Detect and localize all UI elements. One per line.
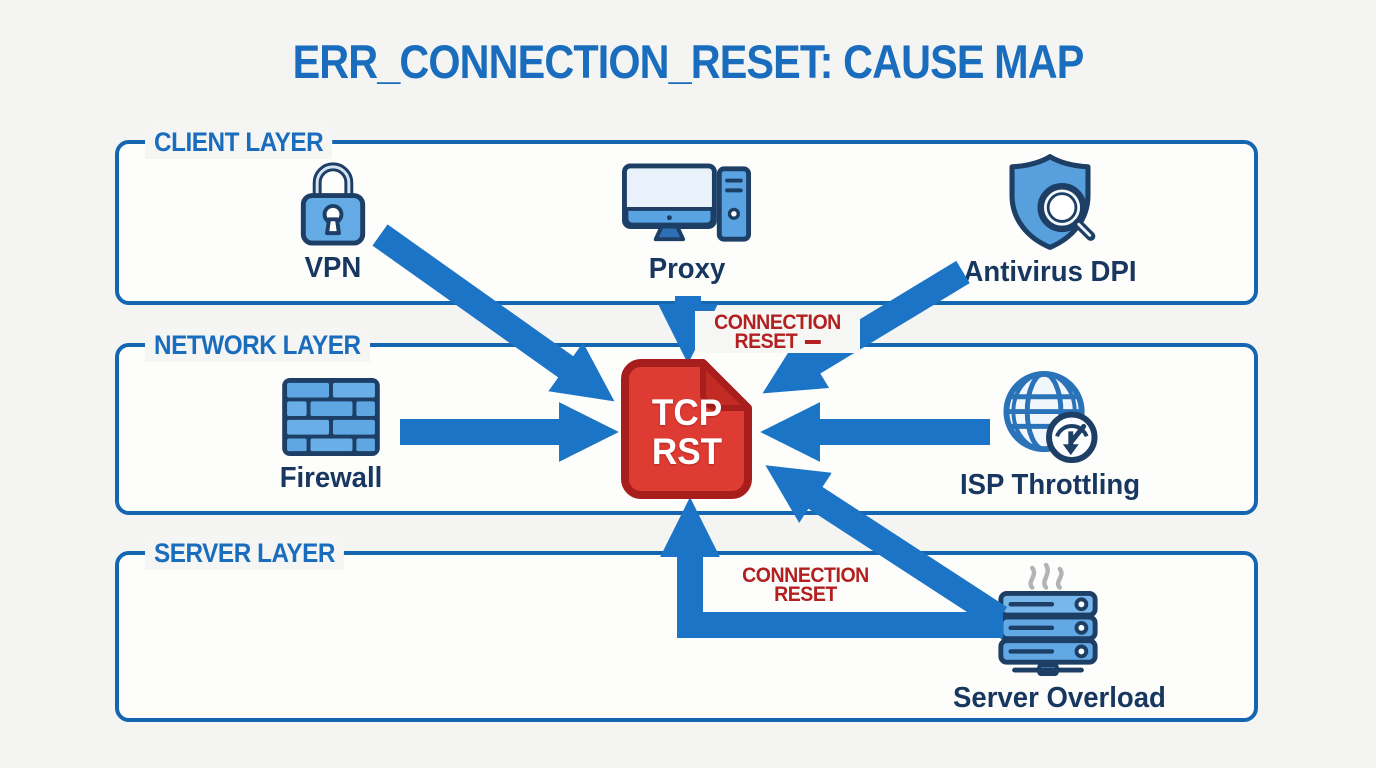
node-isp-label: ISP Throttling (959, 469, 1141, 501)
server-rack-icon (998, 562, 1098, 676)
server-layer-label: SERVER LAYER (145, 536, 344, 570)
node-server-overload-label: Server Overload (953, 682, 1166, 714)
tcp-rst-line2: RST (651, 431, 723, 472)
node-vpn: VPN (233, 153, 433, 285)
client-layer-label: CLIENT LAYER (145, 125, 333, 159)
node-vpn-label: VPN (304, 252, 362, 284)
page-title: ERR_CONNECTION_RESET: CAUSE MAP (292, 35, 1085, 88)
network-layer-label: NETWORK LAYER (145, 328, 370, 362)
tcp-rst-node: TCP RST (621, 358, 753, 500)
connection-reset-bottom-line2: RESET (774, 583, 837, 606)
node-firewall-label: Firewall (279, 462, 383, 494)
tcp-rst-label: TCP RST (624, 364, 749, 500)
connection-reset-top-line2: RESET (734, 330, 798, 353)
node-firewall: Firewall (231, 376, 431, 495)
tcp-rst-document-icon (621, 359, 752, 499)
node-proxy: Proxy (587, 163, 787, 286)
connection-reset-note-bottom: CONNECTION RESET (713, 565, 898, 606)
node-proxy-label: Proxy (648, 253, 726, 285)
node-server-overload: Server Overload (948, 560, 1166, 715)
brick-wall-icon (282, 377, 380, 457)
connector-dash (804, 339, 821, 344)
node-antivirus-label: Antivirus DPI (963, 256, 1137, 288)
tcp-rst-line1: TCP (651, 392, 723, 433)
node-isp: ISP Throttling (950, 370, 1150, 502)
desktop-computer-icon (621, 163, 751, 242)
padlock-icon (300, 162, 366, 246)
connection-reset-note-top: CONNECTION RESET (695, 311, 860, 353)
globe-speed-gauge-icon (1003, 370, 1098, 464)
node-antivirus: Antivirus DPI (950, 152, 1150, 289)
shield-magnifier-icon (1009, 154, 1096, 250)
